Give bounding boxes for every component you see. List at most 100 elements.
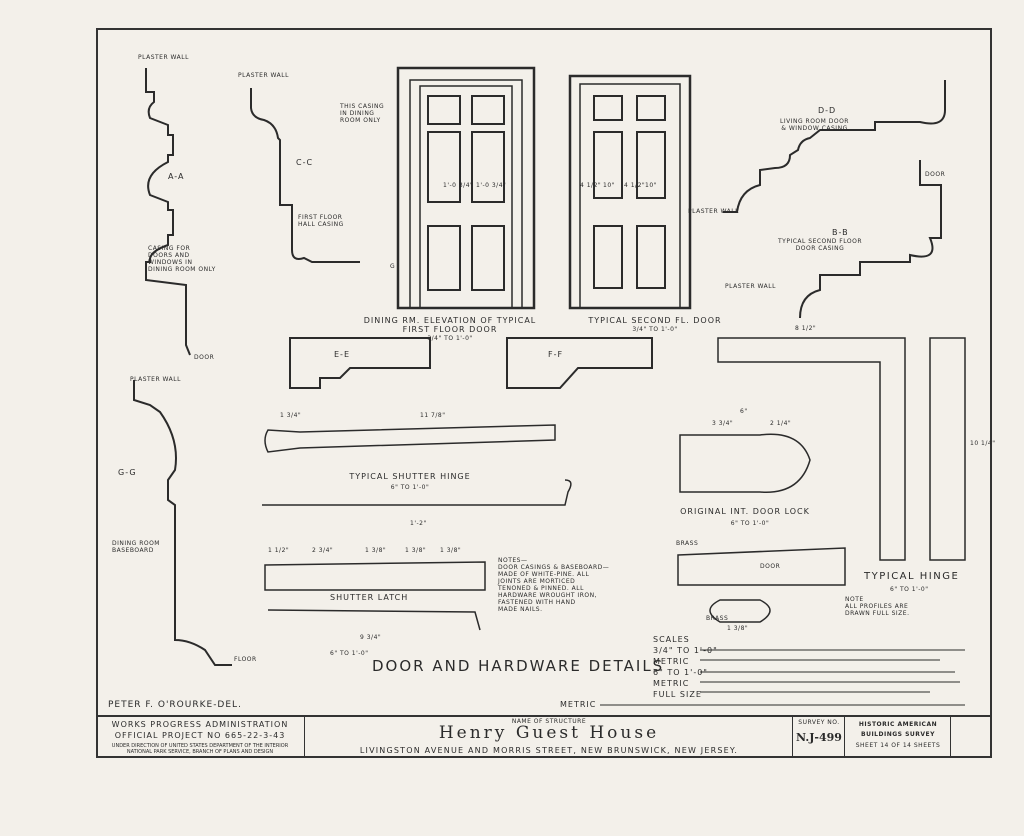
shutter-latch <box>264 561 486 631</box>
typical-hinge-title: Typical Hinge <box>864 571 960 582</box>
section-ff-label: F-F <box>548 350 564 359</box>
drawing-border <box>96 28 992 758</box>
section-dd-label: D-D <box>818 106 837 115</box>
door-dimension: 1'-0 3/4" <box>443 182 474 189</box>
profile-aa <box>145 68 191 356</box>
section-gg-label: G-G <box>118 468 137 477</box>
survey-label: Survey No. <box>798 719 840 726</box>
door-dimension: 1'-0 3/4" <box>476 182 507 189</box>
typical-hinge <box>717 337 966 561</box>
profile-note: Note All profiles are drawn full size. <box>845 596 910 617</box>
section-bb-label: B-B <box>832 228 849 237</box>
agency-direction: Under direction of United States Departm… <box>111 743 289 755</box>
shutter-hinge-dim: 11 7/8" <box>420 412 446 419</box>
door-lock-title: Original Int. Door Lock <box>680 507 810 516</box>
door-dimension: 4 1/2" <box>580 182 602 189</box>
latch-dim: 9 3/4" <box>360 634 382 641</box>
typical-hinge-scale: 6" to 1'-0" <box>890 586 929 593</box>
door-lock-scale: 6" to 1'-0" <box>730 520 770 527</box>
habs-line: Buildings Survey <box>861 731 935 738</box>
profile-dd <box>723 80 946 213</box>
door-label: Door <box>760 563 781 570</box>
door-lock <box>679 433 811 493</box>
agency-block: Works Progress Administration Official P… <box>96 715 304 757</box>
dining-casing-note: This casing in dining room only <box>340 103 385 124</box>
habs-block: Historic American Buildings Survey Sheet… <box>844 715 950 757</box>
survey-number: N.J-499 <box>796 731 842 744</box>
second-floor-door-title: Typical Second Fl. Door <box>588 316 722 325</box>
dd-note: Living room door & window casing <box>780 118 849 132</box>
plaster-wall-label: Plaster Wall <box>130 376 181 383</box>
structure-block: Name of Structure Henry Guest House Livi… <box>304 715 792 757</box>
floor-label: Floor <box>234 656 257 663</box>
door-second-frame <box>568 74 692 310</box>
agency-line: Works Progress Administration <box>111 720 289 729</box>
drawing-title: Door and Hardware Details <box>372 657 665 675</box>
habs-line: Historic American <box>858 721 938 728</box>
brass-label: Brass <box>676 540 699 547</box>
scales-heading: Scales <box>653 635 690 644</box>
latch-dim: 2 3/4" <box>312 547 334 554</box>
scale-label: Metric <box>560 700 597 709</box>
plaster-wall-label: Plaster Wall <box>138 54 189 61</box>
plaster-wall-label: Plaster Wall <box>688 208 739 215</box>
profile-ee <box>289 337 431 389</box>
hinge-dim: 10 1/4" <box>970 440 996 447</box>
delineator: Peter F. O'Rourke-Del. <box>108 700 242 710</box>
scale-label: 6" to 1'-0" <box>653 668 708 677</box>
first-floor-door-scale: 3/4" to 1'-0" <box>427 335 473 342</box>
structure-name: Henry Guest House <box>438 723 660 743</box>
section-ee-label: E-E <box>334 350 350 359</box>
door-dimension: 4 1/2" <box>624 182 646 189</box>
scale-label: Metric <box>653 679 690 688</box>
plaster-wall-label: Plaster Wall <box>725 283 776 290</box>
second-floor-door-scale: 3/4" to 1'-0" <box>632 326 678 333</box>
profile-gg <box>133 380 232 666</box>
shutter-hinge <box>262 424 572 506</box>
profile-bb <box>799 160 942 319</box>
brass-label: Brass <box>706 615 729 622</box>
survey-block: Survey No. N.J-499 <box>792 715 844 757</box>
plaster-wall-label: Plaster Wall <box>238 72 289 79</box>
shutter-hinge-dim: 1 3/4" <box>280 412 302 419</box>
knob-dim: 1 3/8" <box>727 625 749 632</box>
section-cc-label: C-C <box>296 158 314 167</box>
section-g-mark: G <box>390 263 396 270</box>
shutter-hinge-scale: 6" to 1'-0" <box>390 484 430 491</box>
door-label: Door <box>925 171 946 178</box>
first-floor-door-title: Dining Rm. Elevation of Typical First Fl… <box>363 316 537 334</box>
scale-label: Full Size <box>653 690 702 699</box>
lock-dim: 2 1/4" <box>770 420 792 427</box>
hinge-dim: 8 1/2" <box>795 325 817 332</box>
lock-dim: 3 3/4" <box>712 420 734 427</box>
name-label: Name of Structure <box>511 718 587 725</box>
scale-label: 3/4" to 1'-0" <box>653 646 718 655</box>
shutter-hinge-title: Typical Shutter Hinge <box>349 472 471 481</box>
section-aa-label: A-A <box>168 172 185 181</box>
latch-dim: 1 3/8" <box>365 547 387 554</box>
sheet-number: Sheet 14 of 14 Sheets <box>855 742 941 749</box>
lock-dim: 6" <box>740 408 748 415</box>
scale-label: Metric <box>653 657 690 666</box>
aa-note: Casing for doors and windows in dining r… <box>148 245 216 273</box>
scale-bars <box>600 649 965 706</box>
bb-note: Typical second floor door casing <box>778 238 862 252</box>
door-dimension: 10" <box>603 182 615 189</box>
profile-ff <box>506 337 653 389</box>
latch-dim: 1 3/8" <box>405 547 427 554</box>
shutter-latch-scale: 6" to 1'-0" <box>330 650 369 657</box>
profile-cc <box>250 88 360 263</box>
cc-note: First floor hall casing <box>298 214 344 228</box>
shutter-hinge-dim: 1'-2" <box>410 520 427 527</box>
library-block <box>950 715 992 757</box>
address: Livingston Avenue and Morris Street, New… <box>359 746 739 755</box>
latch-dim: 1 1/2" <box>268 547 290 554</box>
latch-dim: 1 3/8" <box>440 547 462 554</box>
door-label: Door <box>194 354 215 361</box>
notes: Notes— Door casings & baseboard— made of… <box>498 557 610 613</box>
project-number: Official Project No 665-22-3-43 <box>114 731 286 740</box>
shutter-latch-title: Shutter Latch <box>330 593 409 602</box>
door-section <box>677 547 846 623</box>
gg-note: Dining room baseboard <box>112 540 160 554</box>
